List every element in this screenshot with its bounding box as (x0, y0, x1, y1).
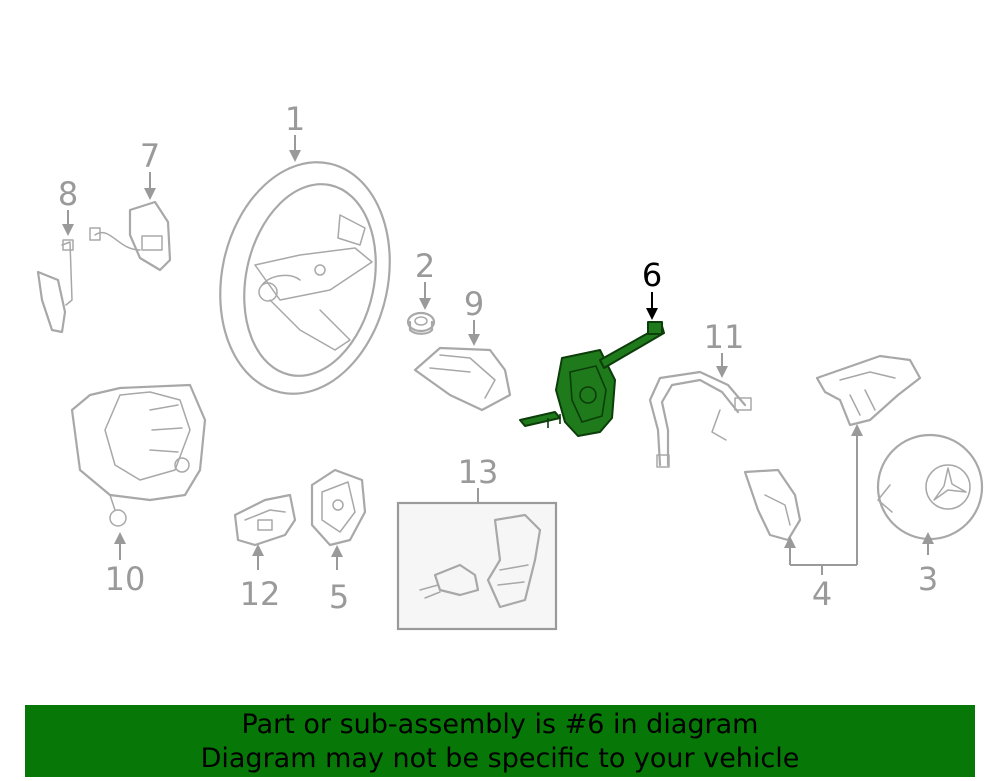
callout-7: 7 (140, 137, 160, 200)
callout-6: 6 (642, 256, 662, 320)
part-3-airbag[interactable] (876, 433, 984, 541)
part-6-clock-spring[interactable] (519, 321, 665, 437)
svg-text:7: 7 (140, 137, 160, 175)
part-9-lower-trim[interactable] (413, 346, 512, 412)
svg-text:13: 13 (458, 453, 499, 491)
svg-text:6: 6 (642, 256, 662, 294)
part-1-steering-wheel[interactable] (199, 146, 410, 409)
info-banner: Part or sub-assembly is #6 in diagram Di… (25, 705, 975, 777)
callout-12: 12 (240, 544, 281, 613)
svg-text:9: 9 (464, 285, 484, 323)
svg-text:4: 4 (812, 575, 832, 613)
svg-text:1: 1 (285, 100, 305, 138)
callout-5: 5 (329, 545, 349, 616)
parts-diagram: 1 2 3 4 5 6 7 8 9 (36, 100, 984, 631)
part-12-switch[interactable] (233, 493, 297, 547)
svg-text:8: 8 (58, 175, 78, 213)
callout-11: 11 (704, 318, 745, 378)
callout-3: 3 (918, 532, 938, 598)
svg-text:3: 3 (918, 560, 938, 598)
callout-8: 8 (58, 175, 78, 236)
banner-line-2: Diagram may not be specific to your vehi… (200, 743, 800, 774)
callout-13: 13 (458, 453, 499, 503)
part-4-trim-covers[interactable] (743, 354, 922, 542)
part-13-kit-box[interactable] (396, 501, 558, 631)
svg-text:11: 11 (704, 318, 745, 356)
callout-2: 2 (415, 247, 435, 310)
svg-text:2: 2 (415, 247, 435, 285)
part-10-column-switch[interactable] (70, 383, 207, 527)
part-11-wiring-harness[interactable] (648, 370, 752, 468)
callout-4: 4 (784, 424, 863, 613)
part-7-paddle-switch[interactable] (89, 200, 172, 272)
svg-text:10: 10 (105, 560, 146, 598)
callout-9: 9 (464, 285, 484, 346)
callout-10: 10 (105, 532, 146, 598)
part-8-paddle-shifter[interactable] (36, 239, 74, 334)
banner-line-1: Part or sub-assembly is #6 in diagram (241, 709, 759, 740)
part-5-switch-plate[interactable] (310, 468, 367, 547)
callout-1: 1 (285, 100, 305, 162)
svg-text:12: 12 (240, 575, 281, 613)
part-2-bolt[interactable] (406, 311, 436, 335)
svg-text:5: 5 (329, 578, 349, 616)
